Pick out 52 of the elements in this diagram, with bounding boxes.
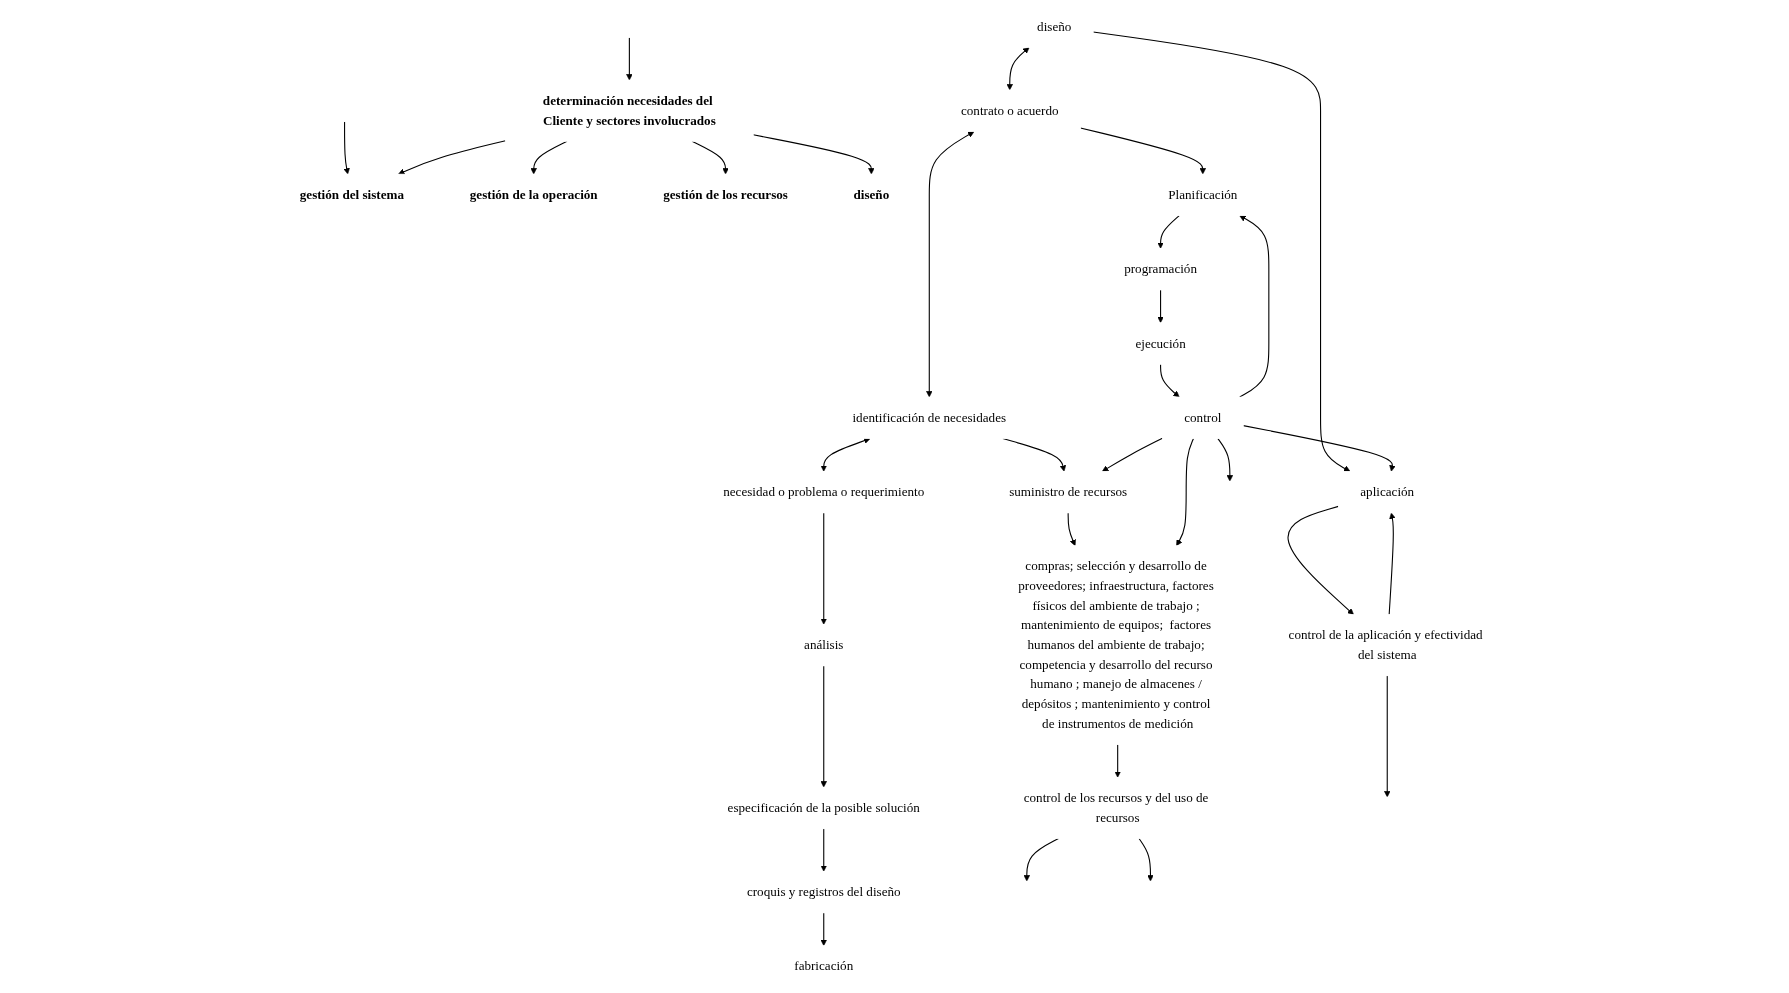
arrow bbox=[1388, 512, 1396, 616]
node-text: Planificación bbox=[1168, 187, 1238, 202]
arrow bbox=[626, 36, 633, 81]
node-text: control de la aplicación y efectividad del sistema bbox=[1288, 627, 1483, 662]
arrow bbox=[1023, 838, 1060, 882]
arrow bbox=[530, 140, 568, 175]
arrow bbox=[820, 512, 827, 625]
node-text: diseño bbox=[1037, 18, 1072, 34]
arrow bbox=[820, 912, 827, 946]
arrow bbox=[820, 828, 827, 872]
node-text: análisis bbox=[804, 637, 844, 653]
arrow bbox=[1176, 438, 1195, 546]
node-text: contrato o acuerdo bbox=[960, 103, 1059, 118]
node-text: necesidad o problema o requerimiento bbox=[723, 484, 925, 500]
node-text: fabricación bbox=[794, 958, 854, 974]
arrow bbox=[1157, 215, 1180, 249]
node-text: ejecución bbox=[1135, 335, 1186, 351]
arrow bbox=[691, 140, 729, 175]
arrow bbox=[1079, 127, 1207, 175]
node-text: aplicación bbox=[1360, 484, 1415, 500]
node-text: identificación de necesidades bbox=[852, 410, 1007, 425]
arrow bbox=[398, 140, 507, 175]
arrow bbox=[1217, 438, 1234, 482]
arrow bbox=[1242, 425, 1396, 472]
node-text: especificación de la posible solución bbox=[727, 800, 920, 815]
node-text: diseño bbox=[853, 187, 890, 202]
node-text: croquis y registros del diseño bbox=[746, 884, 901, 900]
node-text: gestión de la operación bbox=[469, 187, 598, 202]
arrow bbox=[752, 134, 875, 175]
arrow bbox=[1239, 215, 1270, 398]
node-text: suministro de recursos bbox=[1009, 484, 1128, 500]
arrow bbox=[1067, 512, 1076, 546]
node-text: compras; selección y desarrollo de proveedores; infraestructura, factores físicos del ambiente de trabajo ; mantenimiento de equipos; factores humanos del ambiente de trabajo; competencia y desarrollo del recurso humano ; manejo de almacenes / depósitos ; mantenimiento y control de instrumentos de medición bbox=[1018, 558, 1214, 731]
arrow bbox=[1160, 363, 1180, 398]
arrow bbox=[820, 665, 827, 788]
node-text: control bbox=[1184, 410, 1222, 425]
node-text: programación bbox=[1124, 261, 1197, 277]
node-text: determinación necesidades del Cliente y sectores involucrados bbox=[542, 93, 716, 128]
node-text: control de los recursos y del uso de recursos bbox=[1023, 790, 1209, 825]
arrow bbox=[1102, 437, 1163, 472]
arrow bbox=[820, 437, 871, 472]
node-text: gestión de los recursos bbox=[663, 187, 788, 202]
arrow bbox=[926, 131, 975, 398]
arrow bbox=[1114, 744, 1121, 778]
arrow bbox=[343, 121, 350, 175]
arrow bbox=[1384, 675, 1391, 798]
arrow bbox=[1092, 31, 1351, 472]
node-text: gestión del sistema bbox=[299, 187, 404, 202]
arrow bbox=[1287, 505, 1354, 615]
arrow bbox=[1157, 289, 1164, 324]
arrow bbox=[1138, 838, 1154, 882]
arrow bbox=[1006, 47, 1030, 91]
